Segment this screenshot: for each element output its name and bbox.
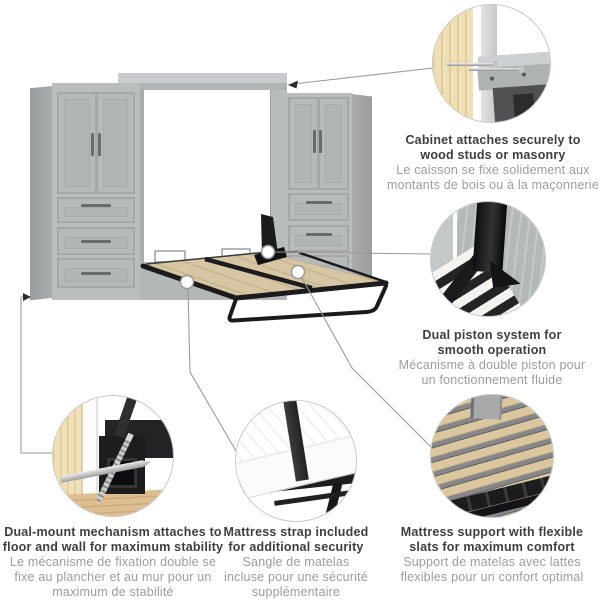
caption-text: wood studs or masonry [420, 148, 566, 162]
bed-cabinet-left-stile [140, 90, 144, 300]
caption-text: fixe au plancher et au mur pour un [14, 570, 212, 584]
marker-piston [260, 244, 276, 260]
caption-text: Mattress strap included [223, 525, 369, 539]
drawer-handle [81, 204, 111, 207]
door-handle [90, 133, 94, 156]
caption-flexible-slats: Mattress support with flexible slats for… [382, 525, 600, 585]
door-handle [319, 130, 322, 153]
caption-mattress-strap: Mattress strap included for additional s… [186, 525, 406, 600]
caption-text: Mattress support with flexible [400, 525, 584, 539]
left-cabinet-drawer-1 [57, 197, 135, 223]
callout-image-flexible-slats [430, 394, 554, 518]
caption-dual-mount: Dual-mount mechanism attaches to floor a… [0, 525, 228, 600]
callout-image-piston [430, 201, 546, 317]
caption-text: Sangle de matelas [242, 555, 350, 569]
marker-frame [179, 274, 195, 290]
drawer-handle [306, 233, 332, 236]
callout-image-mattress-strap [235, 400, 357, 522]
caption-text: montants de bois ou à la maçonnerie [387, 178, 599, 192]
bed-cabinet-right-stile [270, 90, 287, 262]
right-cabinet-drawer-2 [288, 225, 349, 252]
mounting-screw-icon [469, 66, 524, 73]
bed-hutch-front-edge [118, 83, 287, 90]
door-handle [98, 133, 101, 156]
arrow-icon [23, 293, 31, 301]
feature-markers [179, 244, 306, 290]
caption-text: Le mécanisme de fixation double se [9, 555, 217, 569]
arrow-icon [288, 80, 298, 89]
marker-slats [290, 264, 306, 280]
caption-text: for additional security [228, 540, 364, 554]
caption-text: flexibles pour un confort optimal [400, 570, 584, 584]
caption-text: maximum de stabilité [52, 585, 174, 599]
bed-handle-bar [227, 284, 388, 323]
caption-text: incluse pour une sécurité [224, 570, 368, 584]
connector-lines [20, 67, 434, 454]
drawer-handle [81, 272, 111, 275]
left-cabinet-door-left [57, 92, 97, 194]
door-handle [313, 130, 316, 153]
drawer-handle [306, 201, 332, 204]
caption-text: un fonctionnement fluide [421, 373, 563, 387]
bed-hutch-top [118, 73, 287, 84]
caption-text: slats for maximum comfort [409, 540, 575, 554]
caption-text: Support de matelas avec lattes [403, 555, 581, 569]
callout-image-dual-mount [52, 395, 174, 517]
right-cabinet-door-left [288, 97, 319, 190]
left-cabinet-door-right [96, 92, 135, 194]
caption-text: floor and wall for maximum stability [2, 540, 224, 554]
caption-dual-piston: Dual piston system for smooth operation … [382, 328, 600, 388]
caption-text: Le caisson se fixe solidement aux [396, 163, 590, 177]
wall-panel [53, 396, 83, 516]
caption-text: Cabinet attaches securely to [405, 133, 581, 147]
baseboard [83, 396, 98, 492]
caption-text: Dual-mount mechanism attaches to [4, 525, 222, 539]
right-cabinet-drawer-1 [288, 193, 349, 221]
callout-image-cabinet-attachment [432, 4, 551, 123]
drawer-handle [81, 240, 111, 243]
caption-text: supplémentaire [251, 585, 341, 599]
bed-cabinet-opening [144, 90, 270, 262]
bed-center-rail [204, 256, 313, 291]
caption-text: Dual piston system for [422, 328, 562, 342]
mounting-screw-icon [447, 61, 498, 68]
left-storage-cabinet [52, 83, 140, 300]
caption-text: Mécanisme à double piston pour [398, 358, 586, 372]
caption-cabinet-attachment: Cabinet attaches securely to wood studs … [383, 133, 600, 193]
caption-text: smooth operation [437, 343, 547, 357]
